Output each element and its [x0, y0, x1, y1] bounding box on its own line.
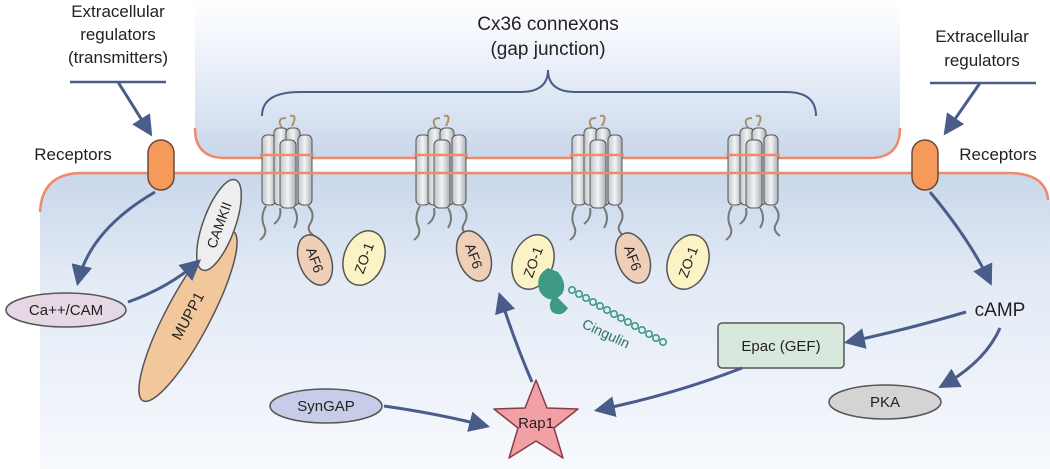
rap1-star	[493, 379, 579, 459]
gap-junction-subtitle: (gap junction)	[490, 39, 605, 60]
gap-junction-title: Cx36 connexons	[477, 14, 619, 35]
right-receptor-label: Receptors	[959, 145, 1036, 164]
receptor-to-cacam-arrow	[71, 190, 156, 287]
right-regulators-line1: Extracellular	[935, 27, 1029, 46]
gap-junction-brace	[261, 69, 817, 117]
left-regulators-line2: regulators	[80, 25, 156, 44]
pka-label: PKA	[870, 394, 900, 411]
upper-membrane	[193, 127, 902, 160]
rap1-to-af6-arrow	[495, 291, 534, 383]
rap1-label: Rap1	[518, 415, 554, 432]
cacam-to-camkii-arrow	[127, 259, 202, 304]
af6-1: AF6	[296, 234, 334, 286]
left-receptor-label: Receptors	[34, 145, 111, 164]
connexon-4	[725, 114, 781, 241]
right-regulators-arrow	[943, 82, 982, 136]
camkii: CAMKII	[195, 178, 243, 272]
connexon-3	[569, 114, 625, 241]
syngap-label: SynGAP	[297, 398, 355, 415]
af6-2: AF6	[455, 230, 493, 282]
left-receptor	[147, 139, 175, 191]
epac-label: Epac (GEF)	[741, 338, 820, 355]
syngap-to-rap1-arrow	[383, 404, 491, 432]
af6-3: AF6	[614, 232, 652, 284]
left-regulators-line1: Extracellular	[71, 2, 165, 21]
camp-to-epac-arrow	[843, 310, 967, 349]
camp-to-pka-arrow	[938, 327, 1002, 389]
receptor-to-camp-arrow	[928, 191, 993, 286]
epac-to-rap1-arrow	[593, 366, 743, 417]
left-regulators-line3: (transmitters)	[68, 48, 168, 67]
connexon-2	[413, 114, 469, 241]
zo1-1: ZO-1	[342, 230, 386, 286]
lower-membrane	[38, 171, 1050, 213]
right-regulators-line2: regulators	[944, 51, 1020, 70]
zo1-3: ZO-1	[666, 234, 710, 290]
epac-box	[717, 322, 845, 369]
connexon-1	[259, 114, 315, 241]
syngap	[269, 388, 383, 424]
camp-label: cAMP	[975, 300, 1026, 321]
ca-cam-label: Ca++/CAM	[29, 302, 103, 319]
pka	[828, 384, 942, 420]
ca-cam	[5, 292, 127, 328]
left-regulators-arrow	[116, 81, 153, 137]
right-receptor	[911, 139, 939, 191]
